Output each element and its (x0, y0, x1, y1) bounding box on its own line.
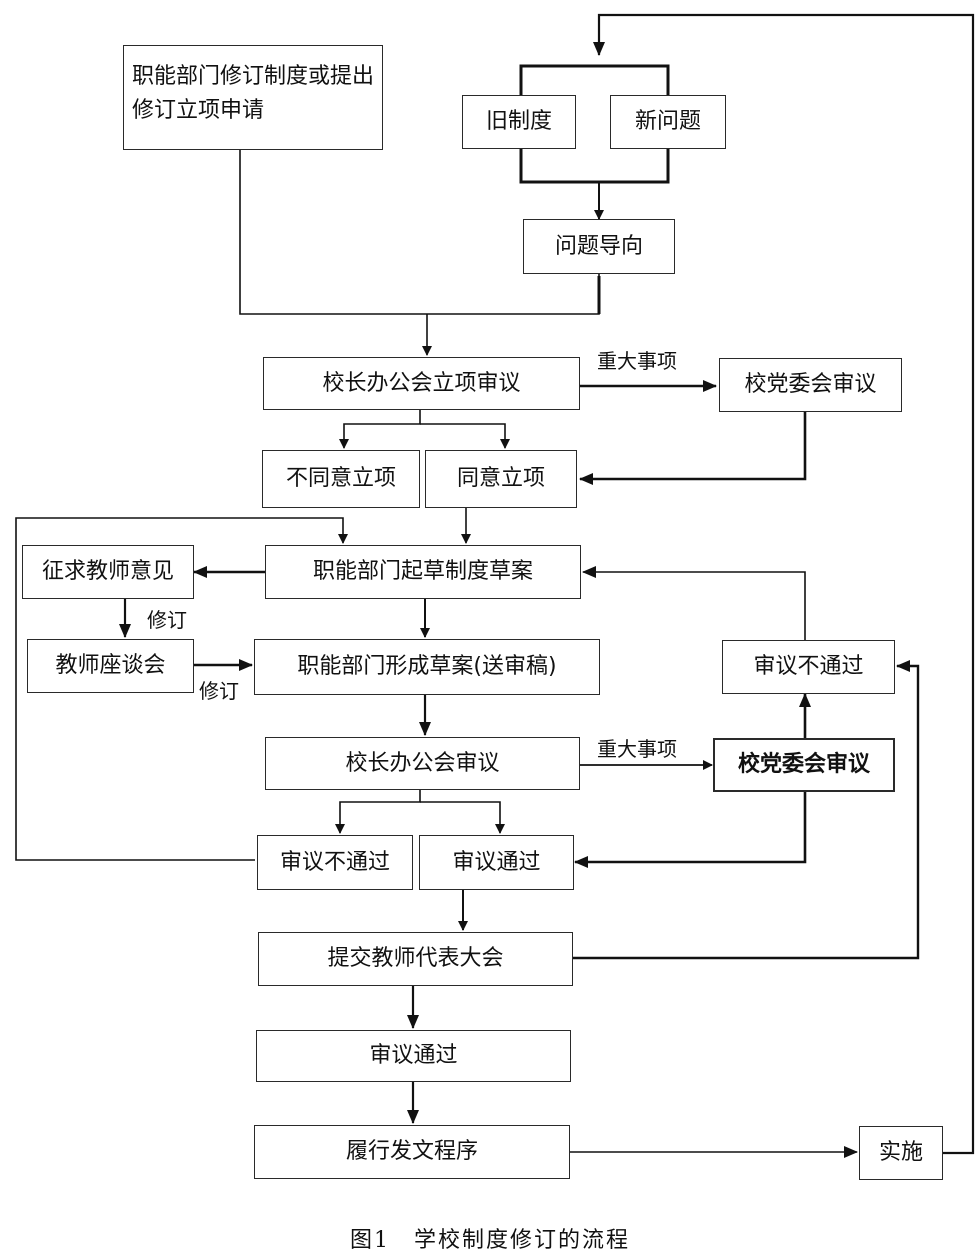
teacher-forum-box: 教师座谈会 (27, 639, 194, 693)
major-matter-label-1: 重大事项 (597, 349, 677, 373)
problem-oriented-box: 问题导向 (523, 219, 675, 274)
review-passed-box-2: 审议通过 (256, 1030, 571, 1082)
major-matter-label-2: 重大事项 (597, 737, 677, 761)
dept-form-draft-box: 职能部门形成草案(送审稿) (254, 639, 600, 695)
principal-office-review-box: 校长办公会审议 (265, 737, 580, 790)
disagree-project-box: 不同意立项 (262, 450, 420, 508)
agree-project-box: 同意立项 (425, 450, 577, 508)
new-problem-box: 新问题 (610, 95, 726, 149)
revise-label-2: 修订 (199, 679, 239, 703)
review-failed-left-box: 审议不通过 (257, 835, 413, 890)
old-system-box: 旧制度 (462, 95, 576, 149)
loop-back-line (593, 13, 975, 1155)
implement-box: 实施 (859, 1126, 943, 1180)
review-passed-box-1: 审议通过 (419, 835, 574, 890)
issue-document-box: 履行发文程序 (254, 1125, 570, 1179)
review-failed-right-box: 审议不通过 (722, 640, 895, 694)
congress-to-failed-line (573, 660, 920, 960)
principal-office-project-review-box: 校长办公会立项审议 (263, 357, 580, 410)
revise-label-1: 修订 (147, 608, 187, 632)
party-committee-review-box-1: 校党委会审议 (719, 358, 902, 412)
dept-revise-request-box: 职能部门修订制度或提出修订立项申请 (123, 45, 383, 150)
bracket-bottom (519, 148, 670, 184)
party-committee-review-box-2: 校党委会审议 (713, 738, 895, 792)
solicit-teacher-opinions-box: 征求教师意见 (22, 545, 194, 599)
failed-right-to-draft-line (582, 566, 806, 640)
left-feedback-loop (15, 517, 348, 861)
figure-caption: 图1 学校制度修订的流程 (350, 1228, 630, 1253)
dept-draft-box: 职能部门起草制度草案 (265, 545, 581, 599)
party1-to-agree-line (579, 412, 807, 485)
submit-teachers-congress-box: 提交教师代表大会 (258, 932, 573, 986)
bracket-top (519, 64, 670, 97)
